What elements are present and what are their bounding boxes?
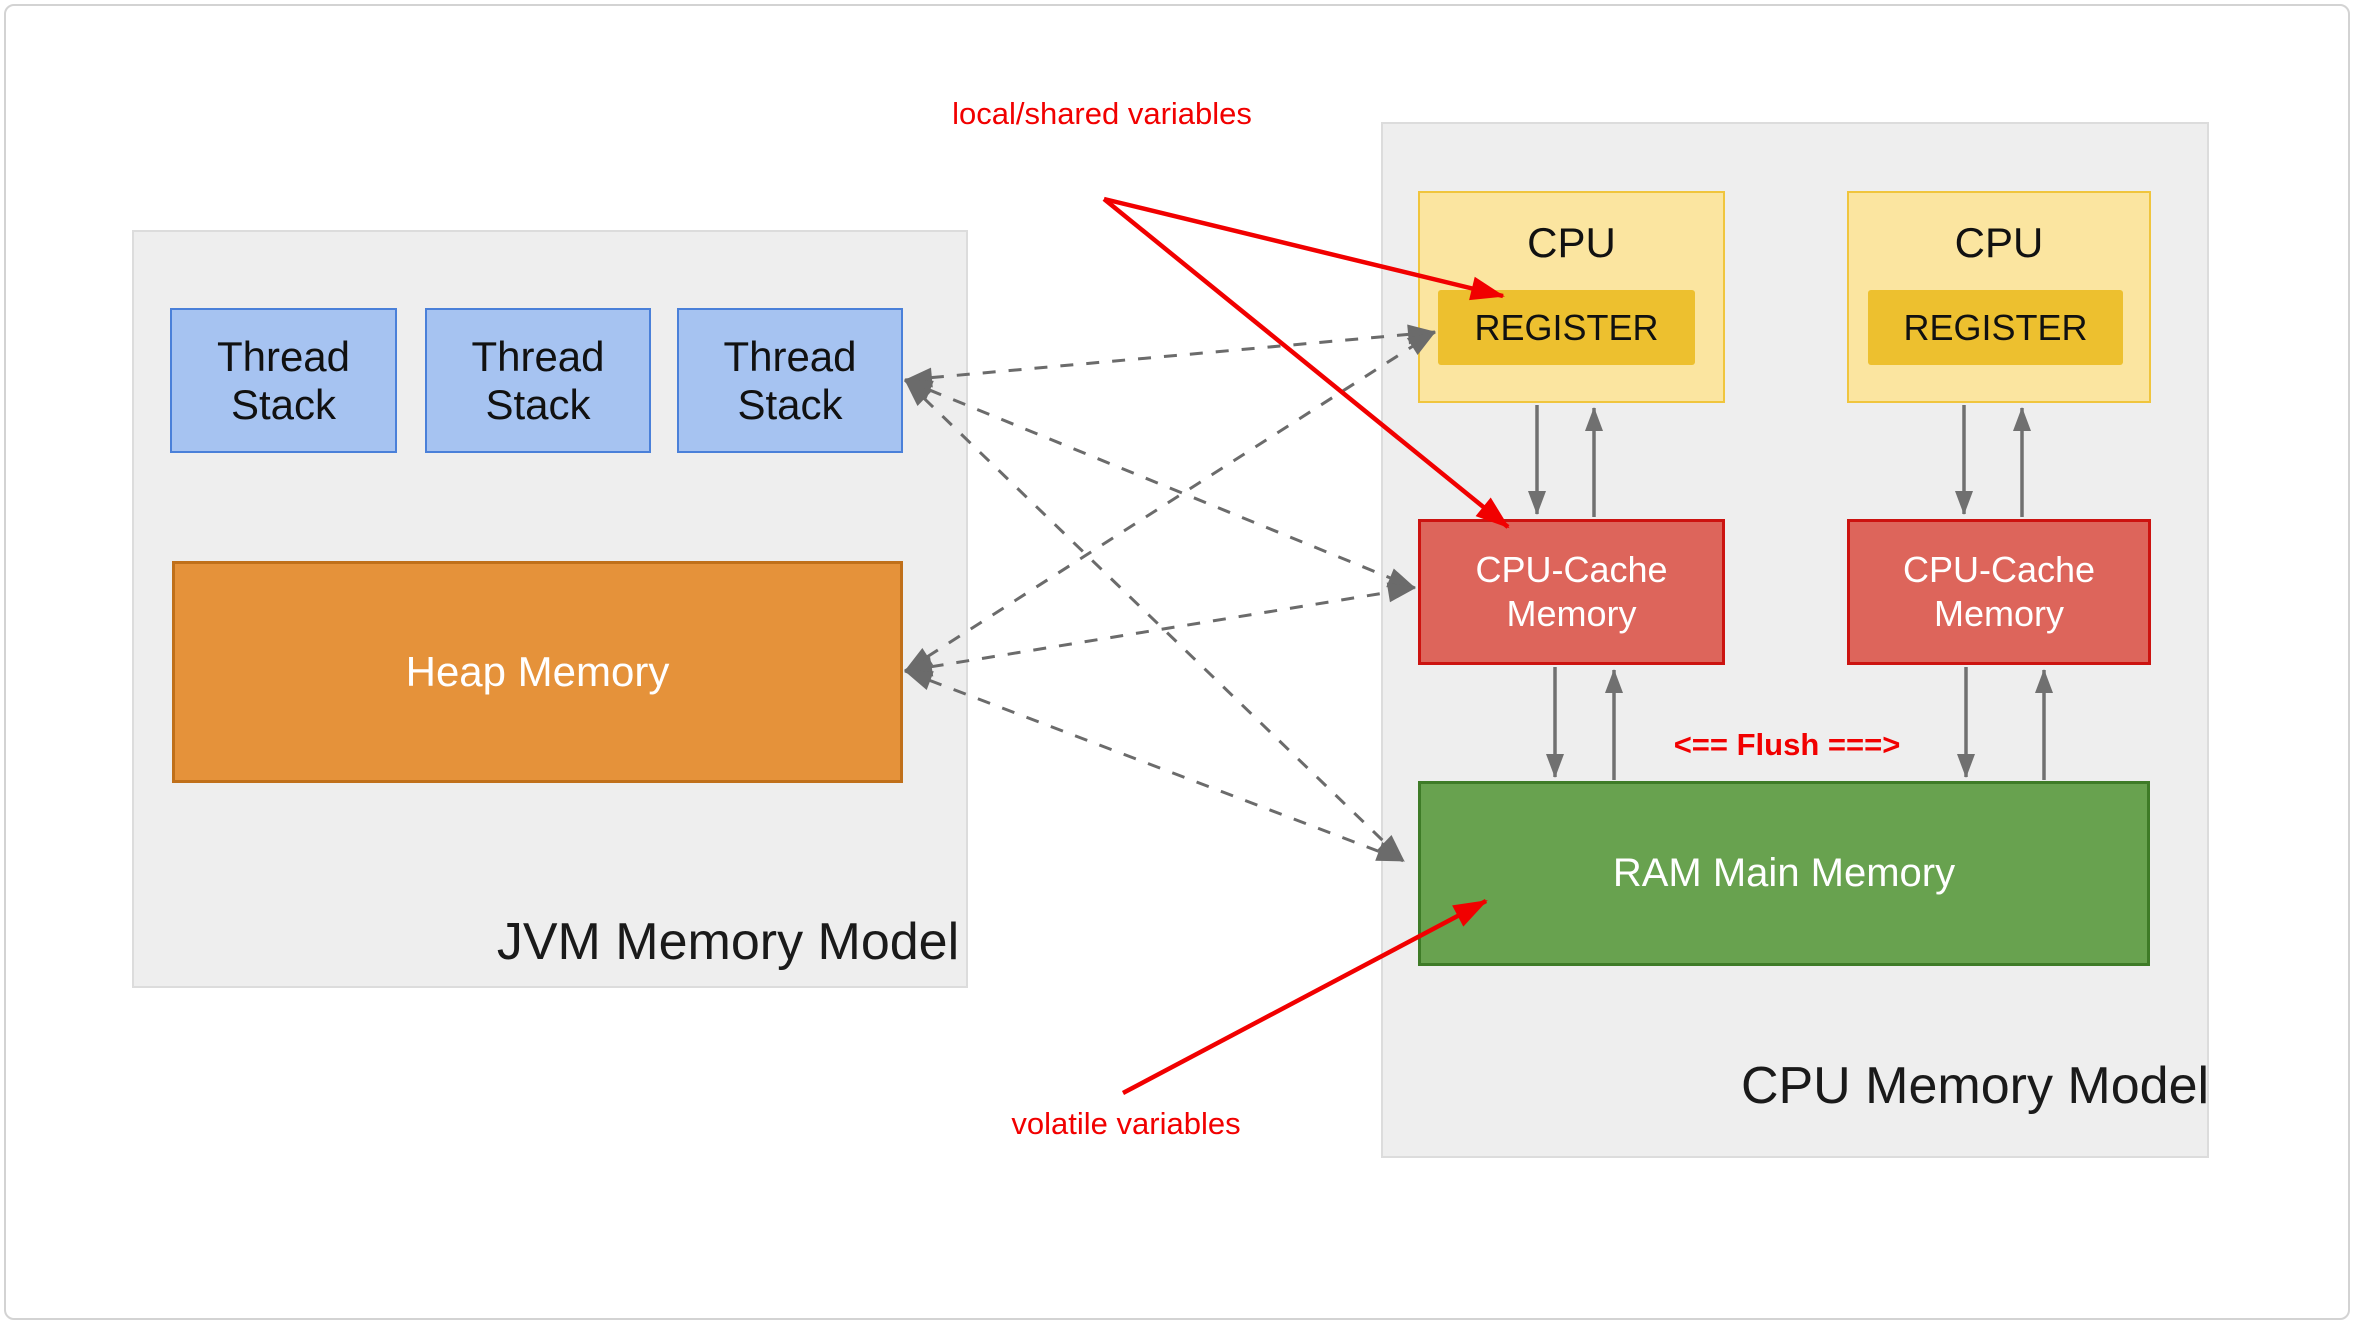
jvm-panel-title: JVM Memory Model [496, 913, 960, 971]
thread-stack-label: Thread Stack [471, 332, 605, 428]
ram-box: RAM Main Memory [1418, 781, 2150, 966]
register-label: REGISTER [1903, 306, 2088, 348]
cpu-panel-title: CPU Memory Model [1740, 1057, 2210, 1115]
cpu-label: CPU [1527, 219, 1616, 266]
flush-label: <== Flush ===> [1673, 727, 1901, 762]
thread-stack-box-1: Thread Stack [170, 308, 397, 453]
thread-stack-label: Thread Stack [216, 332, 351, 428]
thread-stack-label: Thread Stack [723, 332, 857, 428]
annotation-local-shared: local/shared variables [952, 96, 1252, 131]
register-box-1: REGISTER [1438, 290, 1695, 365]
cpu-cache-label: CPU-Cache Memory [1475, 549, 1668, 634]
thread-stack-box-2: Thread Stack [425, 308, 651, 453]
ram-label: RAM Main Memory [1612, 851, 1956, 895]
register-label: REGISTER [1474, 306, 1659, 348]
heap-memory-label: Heap Memory [405, 648, 670, 695]
page-border [4, 4, 2350, 1320]
register-box-2: REGISTER [1868, 290, 2123, 365]
annotation-volatile: volatile variables [1011, 1106, 1241, 1141]
cpu-label: CPU [1954, 219, 2044, 266]
cpu-cache-box-1: CPU-Cache Memory [1418, 519, 1725, 665]
cpu-cache-box-2: CPU-Cache Memory [1847, 519, 2151, 665]
cpu-cache-label: CPU-Cache Memory [1902, 549, 2096, 634]
thread-stack-box-3: Thread Stack [677, 308, 903, 453]
heap-memory-box: Heap Memory [172, 561, 903, 783]
